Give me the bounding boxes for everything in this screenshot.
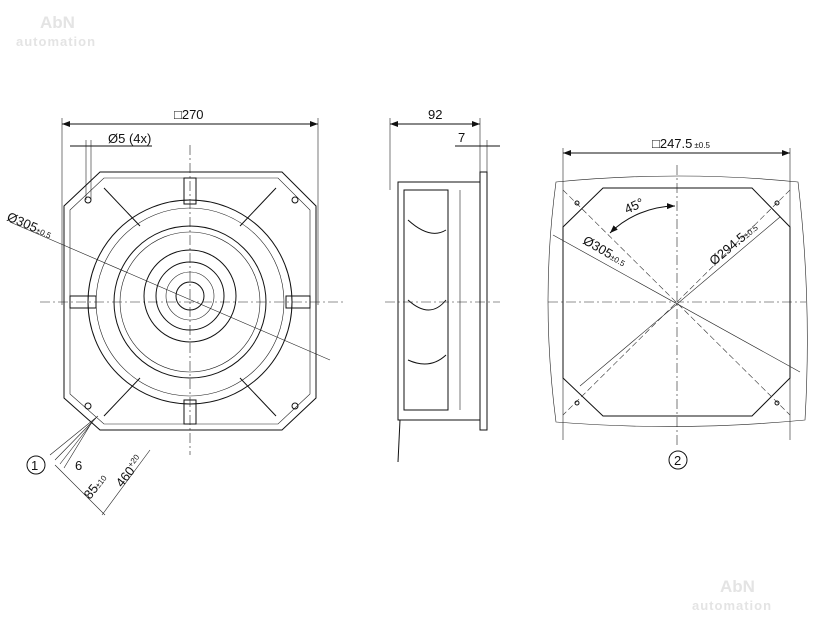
flange-dimension: 7 [458, 130, 465, 145]
watermark-bottom-right: AbN automation [692, 577, 772, 613]
watermark-text: automation [16, 34, 96, 49]
watermark-text: automation [692, 598, 772, 613]
side-view: 92 7 [385, 107, 500, 463]
cable-callout: 1 [31, 458, 38, 473]
cutout-callout: 2 [674, 453, 681, 468]
angle-dimension: 45° [622, 195, 646, 217]
front-view: □270 Ø5 (4x) Ø305±0.5 1 6 8 [5, 107, 345, 516]
strip-dimension: 6 [75, 458, 82, 473]
mounting-cutout-view: □247.5±0.5 45° Ø305±0.5 Ø294.5±0.5 2 [547, 136, 808, 470]
sleeve-dimension: 85±10 [81, 470, 110, 502]
width-dimension: □270 [174, 107, 204, 122]
depth-dimension: 92 [428, 107, 442, 122]
diameter-dimension: Ø305±0.5 [5, 209, 55, 242]
watermark-top-left: AbN automation [16, 13, 96, 49]
watermark-text: AbN [40, 13, 75, 32]
cutout-width-dimension: □247.5±0.5 [652, 136, 710, 151]
hole-dimension: Ø5 (4x) [108, 131, 151, 146]
cable-length-dimension: 460+20 [113, 452, 147, 489]
cutout-diameter-294: Ø294.5±0.5 [706, 219, 761, 268]
watermark-text: AbN [720, 577, 755, 596]
